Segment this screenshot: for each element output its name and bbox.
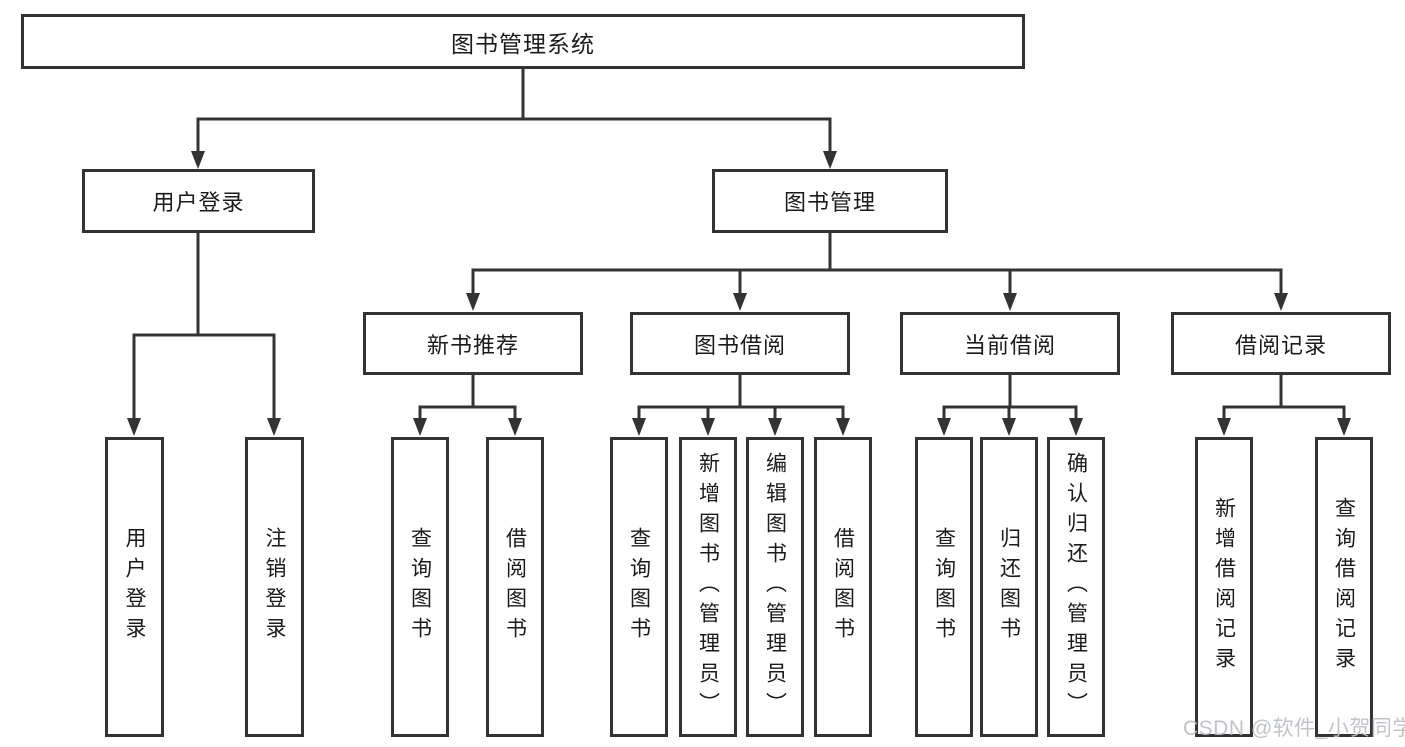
- leaf-bb-query-book-label: 查询图书: [627, 527, 651, 647]
- node-root-system: 图书管理系统: [21, 14, 1025, 69]
- leaf-br-add-record-label: 新增借阅记录: [1212, 497, 1236, 677]
- node-new-book-recommend: 新书推荐: [363, 312, 583, 375]
- node-user-login-label: 用户登录: [152, 190, 245, 215]
- leaf-br-query-record-label: 查询借阅记录: [1332, 497, 1356, 677]
- leaf-br-query-record: 查询借阅记录: [1315, 437, 1373, 737]
- node-book-management: 图书管理: [712, 169, 948, 233]
- node-user-login: 用户登录: [82, 169, 315, 233]
- leaf-cb-query-book-label: 查询图书: [932, 527, 956, 647]
- leaf-bb-edit-book-admin-label: 编辑图书（管理员）: [763, 452, 787, 722]
- node-borrow-record-label: 借阅记录: [1234, 332, 1327, 358]
- leaf-br-add-record: 新增借阅记录: [1195, 437, 1253, 737]
- leaf-nb-borrow-book-label: 借阅图书: [503, 527, 527, 647]
- leaf-nb-query-book: 查询图书: [391, 437, 449, 737]
- leaf-user-login: 用户登录: [105, 437, 164, 737]
- node-current-borrow-label: 当前借阅: [963, 332, 1056, 358]
- node-book-borrow-label: 图书借阅: [693, 332, 786, 358]
- csdn-watermark: CSDN @软件_小贺同学: [1183, 717, 1405, 740]
- leaf-cb-query-book: 查询图书: [915, 437, 973, 737]
- leaf-logout: 注销登录: [245, 437, 304, 737]
- leaf-user-login-label: 用户登录: [123, 527, 146, 647]
- leaf-bb-query-book: 查询图书: [610, 437, 668, 737]
- leaf-nb-query-book-label: 查询图书: [408, 527, 432, 647]
- leaf-cb-return-book-label: 归还图书: [997, 527, 1021, 647]
- leaf-bb-add-book-admin: 新增图书（管理员）: [679, 437, 737, 737]
- leaf-nb-borrow-book: 借阅图书: [486, 437, 544, 737]
- leaf-cb-confirm-return-admin-label: 确认归还（管理员）: [1064, 452, 1088, 722]
- leaf-bb-edit-book-admin: 编辑图书（管理员）: [746, 437, 804, 737]
- node-borrow-record: 借阅记录: [1171, 312, 1391, 375]
- node-book-borrow: 图书借阅: [630, 312, 850, 375]
- leaf-cb-confirm-return-admin: 确认归还（管理员）: [1047, 437, 1105, 737]
- leaf-bb-borrow-book: 借阅图书: [814, 437, 872, 737]
- leaf-bb-add-book-admin-label: 新增图书（管理员）: [696, 452, 720, 722]
- node-root-label: 图书管理系统: [451, 30, 595, 57]
- node-current-borrow: 当前借阅: [900, 312, 1120, 375]
- leaf-cb-return-book: 归还图书: [980, 437, 1038, 737]
- arrowheads: [127, 151, 1351, 436]
- node-new-book-recommend-label: 新书推荐: [426, 332, 519, 358]
- leaf-bb-borrow-book-label: 借阅图书: [831, 527, 855, 647]
- node-book-management-label: 图书管理: [783, 190, 876, 215]
- leaf-logout-label: 注销登录: [263, 527, 286, 647]
